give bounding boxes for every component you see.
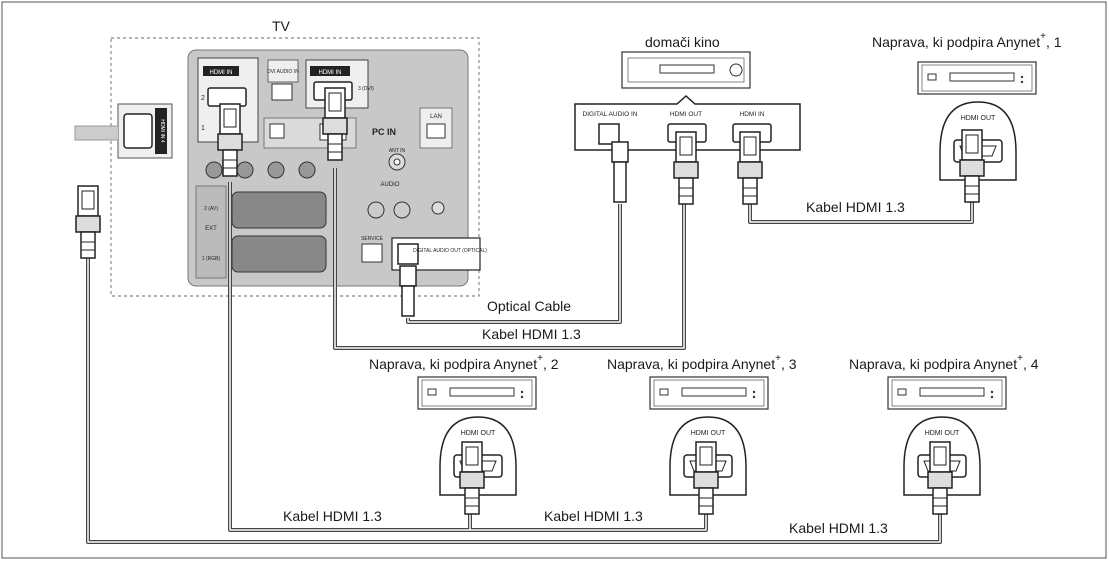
home-theater-title: domači kino	[645, 34, 720, 50]
tv-component-jacks	[205, 161, 316, 179]
tv-hdmi-4-label: HDMI IN 4	[159, 119, 165, 143]
device-4-sup: +	[1017, 353, 1023, 364]
tv-service-label: SERVICE	[361, 236, 384, 242]
ht-digital-audio-in-label: DIGITAL AUDIO IN	[583, 111, 638, 118]
device-1-hdmi-out-label: HDMI OUT	[961, 115, 996, 122]
anynet-device-4	[887, 376, 1007, 410]
optical-plug-ht	[611, 141, 629, 203]
hdmi-cable-label-home-theater: Kabel HDMI 1.3	[482, 326, 581, 342]
tv-hdmi-in-label: HDMI IN	[210, 70, 233, 76]
hdmi-cable-label-device-2: Kabel HDMI 1.3	[283, 508, 382, 524]
device-4-suffix: , 4	[1022, 356, 1039, 372]
optical-cable-label: Optical Cable	[487, 298, 572, 314]
device-3-hdmi-out-label: HDMI OUT	[691, 430, 726, 437]
tv-hdmi-in-3-header: HDMI IN	[319, 70, 342, 76]
device-2-sup: +	[537, 353, 543, 364]
tv-ext-label: EXT	[205, 226, 217, 232]
device-2-hdmi-out-label: HDMI OUT	[461, 430, 496, 437]
device-3-sup: +	[775, 353, 781, 364]
device-1-title: Naprava, ki podpira Anynet+, 1	[872, 31, 1062, 50]
device-1-suffix: , 1	[1045, 34, 1062, 50]
tv-outline	[110, 37, 480, 297]
device-2-prefix: Naprava, ki podpira Anynet	[369, 356, 538, 372]
device-3-suffix: , 3	[780, 356, 797, 372]
tv-port-1-label: 1	[201, 125, 205, 132]
hdmi-cable-label-device-3: Kabel HDMI 1.3	[544, 508, 643, 524]
tv-hdmi-3-label: 3 (DVI)	[358, 86, 374, 92]
tv-ant-in-label: ANT IN	[389, 148, 406, 154]
tv-digital-audio-out-label: DIGITAL AUDIO OUT (OPTICAL)	[413, 248, 487, 254]
tv-pc-in-label: PC IN	[372, 127, 396, 137]
device-2-title: Naprava, ki podpira Anynet+, 2	[369, 353, 559, 372]
ht-hdmi-out-label: HDMI OUT	[670, 111, 702, 118]
anynet-device-2	[417, 376, 537, 410]
device-4-hdmi-out-label: HDMI OUT	[925, 430, 960, 437]
device-3-title: Naprava, ki podpira Anynet+, 3	[607, 353, 797, 372]
optical-plug-tv	[399, 265, 417, 317]
tv-scart-1	[231, 235, 327, 273]
device-1-sup: +	[1040, 31, 1046, 42]
ht-optical-port	[598, 123, 620, 145]
hdmi-cable-label-device-1: Kabel HDMI 1.3	[806, 199, 905, 215]
anynet-device-3	[649, 376, 769, 410]
tv-dvi-audio-label: DVI AUDIO IN	[267, 69, 299, 75]
tv-ext-1-label: 1 (RGB)	[202, 256, 221, 262]
tv-lan-label: LAN	[430, 114, 442, 120]
hdmi-cable-label-device-4: Kabel HDMI 1.3	[789, 520, 888, 536]
device-4-title: Naprava, ki podpira Anynet+, 4	[849, 353, 1039, 372]
tv-scart-2	[231, 191, 327, 229]
device-2-suffix: , 2	[542, 356, 559, 372]
device-1-prefix: Naprava, ki podpira Anynet	[872, 34, 1041, 50]
device-4-prefix: Naprava, ki podpira Anynet	[849, 356, 1018, 372]
tv-title: TV	[272, 18, 290, 34]
anynet-device-1	[917, 61, 1037, 95]
ht-hdmi-in-label: HDMI IN	[740, 111, 765, 118]
tv-audio-label: AUDIO	[380, 182, 399, 188]
device-3-prefix: Naprava, ki podpira Anynet	[607, 356, 776, 372]
tv-ext-2-label: 2 (AV)	[204, 206, 218, 212]
tv-port-2-label: 2	[201, 95, 205, 102]
